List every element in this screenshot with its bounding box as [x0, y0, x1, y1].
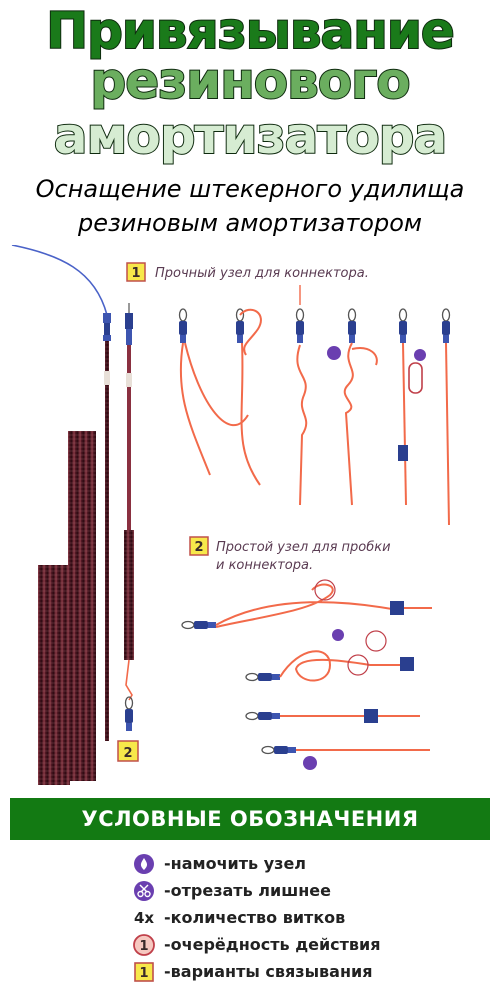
turns-count-text: 4x	[133, 908, 155, 927]
title-line-2: резинового	[89, 52, 411, 110]
legend-item-label: -намочить узел	[164, 854, 307, 873]
order-circle-number: 1	[139, 939, 148, 954]
section-2-label-line-2: и коннектора.	[216, 558, 313, 573]
order-circle-icon: 1	[128, 933, 160, 957]
subtitle: Оснащение штекерного удилища резиновым а…	[0, 172, 500, 240]
title-line-3: амортизатора	[53, 107, 448, 165]
legend-header: УСЛОВНЫЕ ОБОЗНАЧЕНИЯ	[10, 798, 490, 840]
legend-item-label: -отрезать лишнее	[164, 881, 331, 900]
variant-box-icon: 1	[128, 960, 160, 984]
section-2-label-line-1: Простой узел для пробки	[216, 540, 391, 555]
title-line-1: Привязывание	[45, 2, 456, 60]
section-2: 2 Простой узел для пробки и коннектора.	[181, 536, 432, 770]
section-2-number: 2	[194, 540, 203, 555]
section-1-label: Прочный узел для коннектора.	[155, 266, 369, 281]
variant-box-number: 1	[139, 966, 148, 981]
legend-item-cut: -отрезать лишнее	[128, 877, 381, 904]
section-1-number: 1	[131, 266, 140, 281]
drop-icon	[128, 852, 160, 876]
legend-item-label: -количество витков	[164, 908, 346, 927]
title-block: Привязывание резинового амортизатора	[0, 2, 500, 165]
rod-marker-number: 2	[123, 746, 132, 761]
legend: -намочить узел -отрезать лишнее 4x -коли…	[128, 850, 381, 985]
legend-item-variants: 1 -варианты связывания	[128, 958, 381, 985]
legend-item-label: -очерёдность действия	[164, 935, 381, 954]
turns-count-symbol: 4x	[128, 906, 160, 930]
subtitle-line-2: резиновым амортизатором	[77, 209, 423, 237]
scissors-icon	[128, 879, 160, 903]
section-1: 1 Прочный узел для коннектора.	[126, 262, 451, 526]
rigging-diagram: 2 1 Прочный узел для коннектора. 2 Прост…	[11, 245, 451, 785]
legend-item-wet: -намочить узел	[128, 850, 381, 877]
subtitle-line-1: Оснащение штекерного удилища	[35, 175, 465, 203]
legend-item-turns: 4x -количество витков	[128, 904, 381, 931]
legend-item-order: 1 -очерёдность действия	[128, 931, 381, 958]
rod-assembly: 2	[11, 245, 139, 785]
legend-item-label: -варианты связывания	[164, 962, 373, 981]
